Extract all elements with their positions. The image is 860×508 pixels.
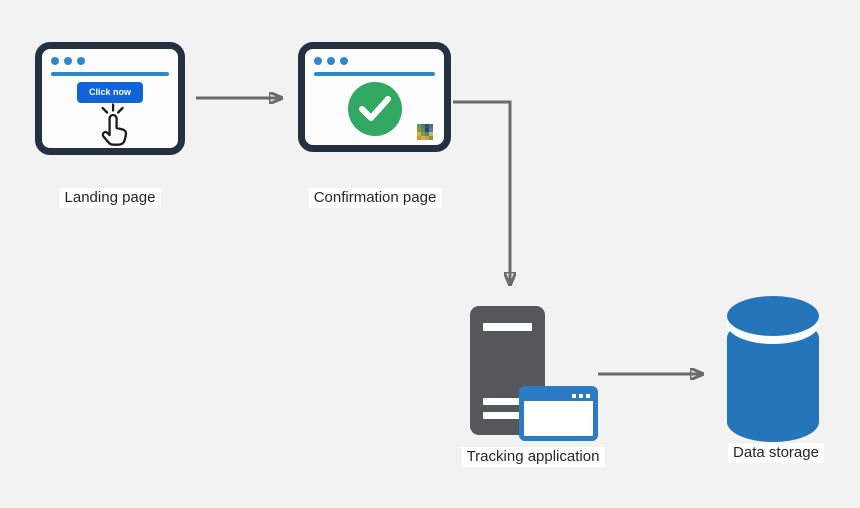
window-dot-icon	[327, 57, 335, 65]
tap-hand-icon	[101, 103, 128, 146]
server-slot	[483, 398, 532, 405]
mini-window-titlebar	[524, 391, 593, 401]
confirmation-page-label: Confirmation page	[308, 188, 442, 208]
window-dot-icon	[314, 57, 322, 65]
landing-page-label: Landing page	[59, 188, 161, 208]
window-dot-icon	[51, 57, 59, 65]
window-dot-icon	[77, 57, 85, 65]
server-slot	[483, 412, 532, 419]
window-dot-icon	[64, 57, 72, 65]
tracking-application-label: Tracking application	[461, 447, 605, 467]
server-slot	[483, 323, 532, 331]
success-check-circle	[347, 82, 402, 136]
database-icon	[727, 296, 819, 442]
arrow-confirmation-to-tracking	[453, 100, 510, 284]
window-title-line	[314, 72, 435, 76]
landing-page-window: Click now	[35, 42, 185, 155]
confirmation-page-window	[298, 42, 451, 152]
tracking-pixel-icon	[417, 124, 433, 140]
server-icon	[470, 306, 545, 435]
click-now-button: Click now	[77, 82, 143, 103]
window-dot-icon	[572, 394, 576, 398]
data-storage-label: Data storage	[728, 443, 824, 463]
window-dot-icon	[340, 57, 348, 65]
check-icon	[358, 96, 391, 121]
window-dot-icon	[586, 394, 590, 398]
window-dot-icon	[579, 394, 583, 398]
window-title-line	[51, 72, 169, 76]
window-dots	[314, 57, 444, 65]
window-dots	[51, 57, 178, 65]
browser-window-icon	[519, 386, 598, 441]
